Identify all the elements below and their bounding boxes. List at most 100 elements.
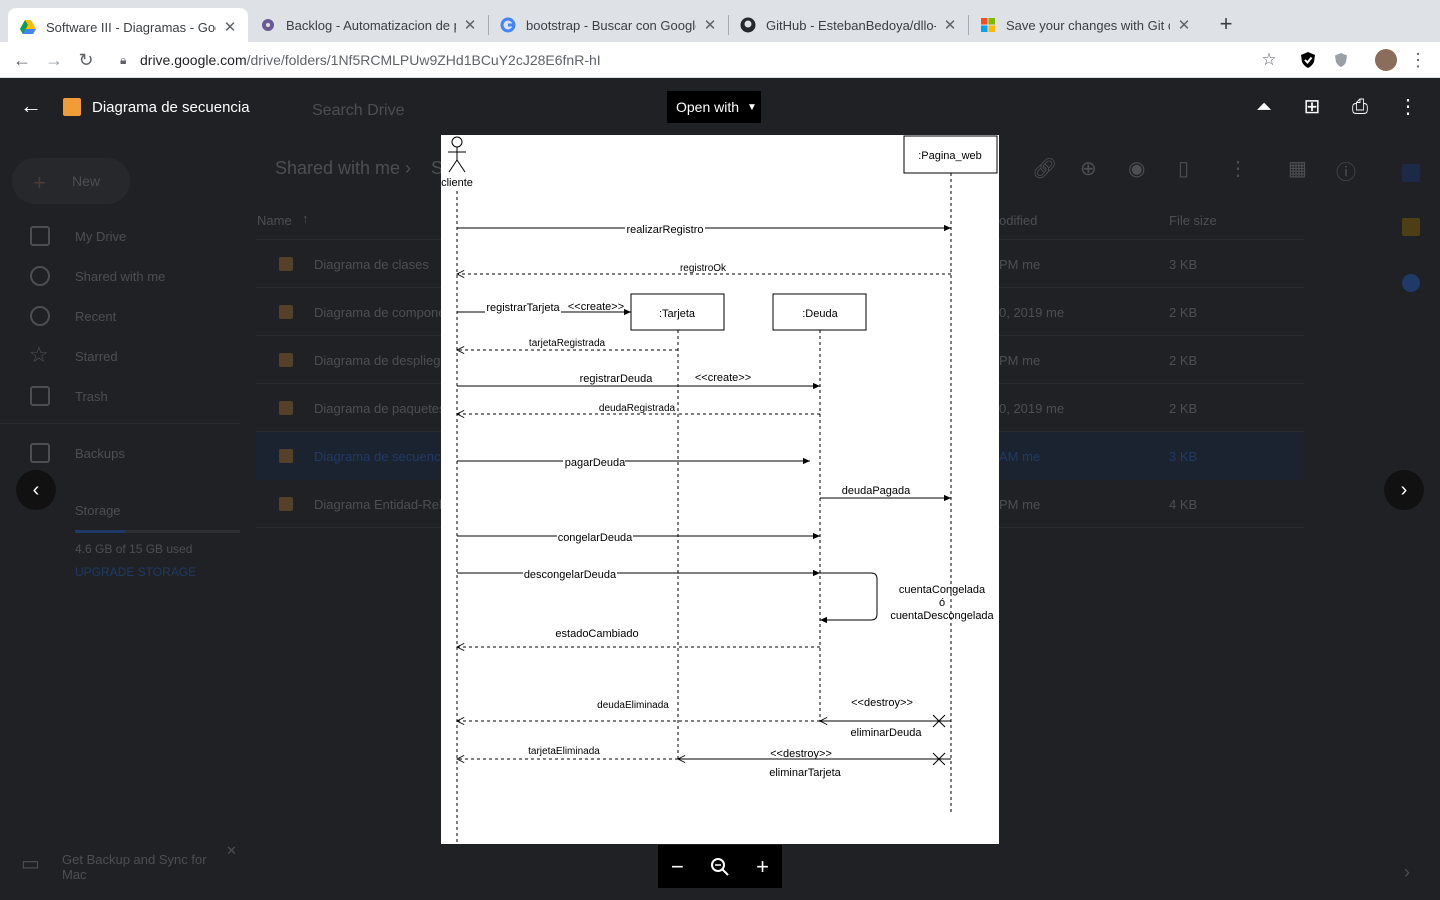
back-icon[interactable]: ← <box>13 50 31 70</box>
destroy-mark <box>932 714 946 728</box>
new-tab-button[interactable]: + <box>1219 11 1233 36</box>
column-header-modified[interactable]: odified <box>999 213 1038 228</box>
delete-icon[interactable]: ▯ <box>1178 158 1190 180</box>
backup-promo-line2: Mac <box>62 867 87 882</box>
previous-file-button[interactable]: ‹ <box>16 470 56 510</box>
url-text: drive.google.com/drive/folders/1Nf5RCMLP… <box>140 52 601 68</box>
close-icon[interactable]: ✕ <box>703 17 717 34</box>
sequence-diagram: cliente :Pagina_web :Tarjeta :Deuda <box>441 135 998 844</box>
file-name[interactable]: Diagrama de compone <box>314 305 446 320</box>
calendar-icon[interactable] <box>1402 164 1420 182</box>
drawio-file-icon <box>63 98 81 116</box>
column-header-name[interactable]: Name <box>257 213 292 228</box>
file-size: 3 KB <box>1169 449 1198 464</box>
search-input[interactable]: Search Drive <box>312 102 405 119</box>
add-to-drive-icon[interactable]: ⏶ <box>1256 96 1272 118</box>
sidebar-item-starred[interactable]: Starred <box>75 349 118 364</box>
tab-separator <box>728 15 729 35</box>
file-name[interactable]: Diagrama de clases <box>314 257 429 272</box>
open-with-button[interactable]: Open with ▼ <box>667 91 761 123</box>
message-label: registrarDeuda <box>580 373 654 385</box>
tasks-icon[interactable] <box>1402 274 1420 292</box>
new-button-label: New <box>72 173 101 189</box>
upgrade-storage-link[interactable]: UPGRADE STORAGE <box>75 565 197 579</box>
tab-bootstrap-search[interactable]: bootstrap - Buscar con Google ✕ <box>488 8 728 42</box>
stereotype-label: <<destroy>> <box>851 697 913 709</box>
star-icon: ☆ <box>29 342 49 367</box>
file-name[interactable]: Diagrama Entidad-Rel <box>314 497 442 512</box>
reload-icon[interactable]: ↻ <box>78 50 94 70</box>
zoom-reset-icon[interactable] <box>710 857 730 877</box>
file-modified: PM me <box>999 497 1041 512</box>
next-file-button[interactable]: › <box>1384 470 1424 510</box>
chrome-menu-icon[interactable]: ⋮ <box>1409 50 1427 70</box>
storage-text: 4.6 GB of 15 GB used <box>75 542 193 556</box>
close-icon[interactable]: ✕ <box>226 843 237 858</box>
sidebar-item-backups[interactable]: Backups <box>75 446 125 461</box>
close-icon[interactable]: ✕ <box>463 17 477 34</box>
back-arrow-icon[interactable]: ← <box>20 93 42 118</box>
tab-separator <box>968 15 969 35</box>
close-icon[interactable]: ✕ <box>223 19 237 36</box>
sidebar-item-my-drive[interactable]: My Drive <box>75 229 127 244</box>
share-icon[interactable]: ⊕ <box>1080 158 1097 180</box>
tab-software-iii[interactable]: Software III - Diagramas - Goo… ✕ <box>8 8 248 46</box>
zoom-in-button[interactable]: + <box>756 853 769 879</box>
file-modified: PM me <box>999 353 1041 368</box>
address-bar[interactable]: 🔒︎ drive.google.com/drive/folders/1Nf5RC… <box>108 46 1288 74</box>
link-icon[interactable]: 🔗︎ <box>1032 158 1058 180</box>
print-icon[interactable]: ⎙ <box>1352 96 1368 118</box>
message-label: pagarDeuda <box>565 457 626 469</box>
new-button[interactable] <box>12 158 130 204</box>
preview-icon[interactable]: ◉ <box>1128 158 1146 180</box>
divider <box>0 423 240 424</box>
sidebar-item-shared[interactable]: Shared with me <box>75 269 166 284</box>
breadcrumb-current[interactable]: S <box>431 158 444 178</box>
close-icon[interactable]: ✕ <box>943 17 957 34</box>
bookmark-star-icon[interactable]: ☆ <box>1261 50 1277 69</box>
sidebar-item-storage[interactable]: Storage <box>75 503 121 518</box>
more-actions-icon[interactable]: ⋮ <box>1398 96 1418 118</box>
note-label: ó <box>939 597 945 609</box>
keep-icon[interactable] <box>1402 218 1420 236</box>
file-name[interactable]: Diagrama de desplieg <box>314 353 441 368</box>
storage-bar <box>75 530 240 533</box>
file-name[interactable]: Diagrama de paquetes <box>314 401 446 416</box>
expand-panel-icon[interactable]: › <box>1404 862 1410 882</box>
diagram-preview[interactable]: cliente :Pagina_web :Tarjeta :Deuda <box>441 135 999 844</box>
file-name[interactable]: Diagrama de secuenc <box>314 449 441 464</box>
close-icon[interactable]: ✕ <box>1177 17 1191 34</box>
tab-backlog[interactable]: Backlog - Automatizacion de p… ✕ <box>248 8 488 42</box>
object-label: :Deuda <box>802 308 838 320</box>
privacy-extension-icon[interactable] <box>1332 51 1350 69</box>
message-label: registroOk <box>680 263 727 274</box>
tab-git-docs[interactable]: Save your changes with Git cor… ✕ <box>968 8 1202 42</box>
note-label: cuentaCongelada <box>899 584 986 596</box>
breadcrumb[interactable]: Shared with me <box>275 158 401 178</box>
grid-view-icon[interactable]: ▦ <box>1288 158 1307 180</box>
sidebar-item-recent[interactable]: Recent <box>75 309 117 324</box>
more-options-icon[interactable]: ⋮ <box>1228 158 1248 180</box>
shield-extension-icon[interactable] <box>1299 51 1317 69</box>
google-icon <box>500 17 516 33</box>
sort-arrow-icon[interactable]: ↑ <box>302 211 309 226</box>
self-message-arrow <box>820 572 878 624</box>
add-comment-icon[interactable]: ⊞ <box>1303 96 1321 118</box>
file-size: 2 KB <box>1169 401 1198 416</box>
backup-promo-line1: Get Backup and Sync for <box>62 852 207 867</box>
message-label: tarjetaRegistrada <box>529 338 606 349</box>
sidebar-item-trash[interactable]: Trash <box>75 389 108 404</box>
backup-icon <box>30 443 50 463</box>
column-header-size[interactable]: File size <box>1169 213 1217 228</box>
destroy-mark <box>932 752 946 766</box>
info-icon[interactable]: ⓘ <box>1336 162 1356 184</box>
profile-avatar[interactable] <box>1375 49 1397 71</box>
tab-github[interactable]: GitHub - EstebanBedoya/dllo-… ✕ <box>728 8 968 42</box>
file-size: 2 KB <box>1169 353 1198 368</box>
object-box-deuda <box>772 293 867 331</box>
actor-figure <box>448 136 466 173</box>
viewer-header: ← Diagrama de secuencia Open with ▼ ⏶ ⊞ … <box>0 78 1440 136</box>
forward-icon[interactable]: → <box>45 50 63 70</box>
tab-title: bootstrap - Buscar con Google <box>526 17 696 33</box>
zoom-out-button[interactable]: − <box>671 853 684 879</box>
